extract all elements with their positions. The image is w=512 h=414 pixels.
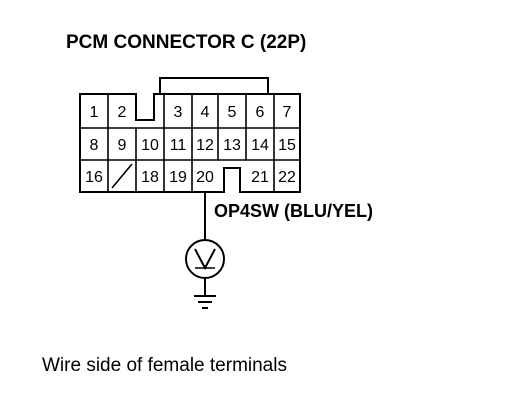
pin-label: 21 [251,169,269,186]
empty-cavity-mark [111,163,133,189]
voltmeter-icon [185,239,225,279]
pin-label: 6 [256,104,265,121]
pin-label: 11 [170,137,187,154]
connector-lock-tab [159,77,269,94]
pin-label: 2 [118,104,127,121]
pin-label: 13 [223,137,241,154]
pin-label: 16 [85,169,103,186]
pin-label: 14 [251,137,269,154]
pin-label: 15 [278,137,296,154]
wire-label: OP4SW (BLU/YEL) [214,201,373,221]
connector-pins: 1 2 3 4 5 6 7 8 9 10 11 12 13 14 15 16 1… [85,104,296,186]
pin-label: 12 [196,137,214,154]
pin-label: 1 [90,104,99,121]
connector-frame [79,93,301,193]
pin-label: 5 [228,104,237,121]
pin-label: 3 [174,104,183,121]
pin-label: 7 [283,104,292,121]
connector-body [79,77,301,193]
pin-label: 22 [278,169,296,186]
diagram-title: PCM CONNECTOR C (22P) [66,32,306,53]
pin-label: 8 [90,137,99,154]
pin-label-probed: 20 [196,169,214,186]
pin-label: 9 [118,137,127,154]
pin-label: 19 [169,169,187,186]
pin-label: 4 [201,104,210,121]
pin-label: 18 [141,169,159,186]
diagram-caption: Wire side of female terminals [42,355,287,376]
ground-icon [194,295,216,309]
connector-grid [80,94,300,192]
pin-label: 10 [141,137,159,154]
